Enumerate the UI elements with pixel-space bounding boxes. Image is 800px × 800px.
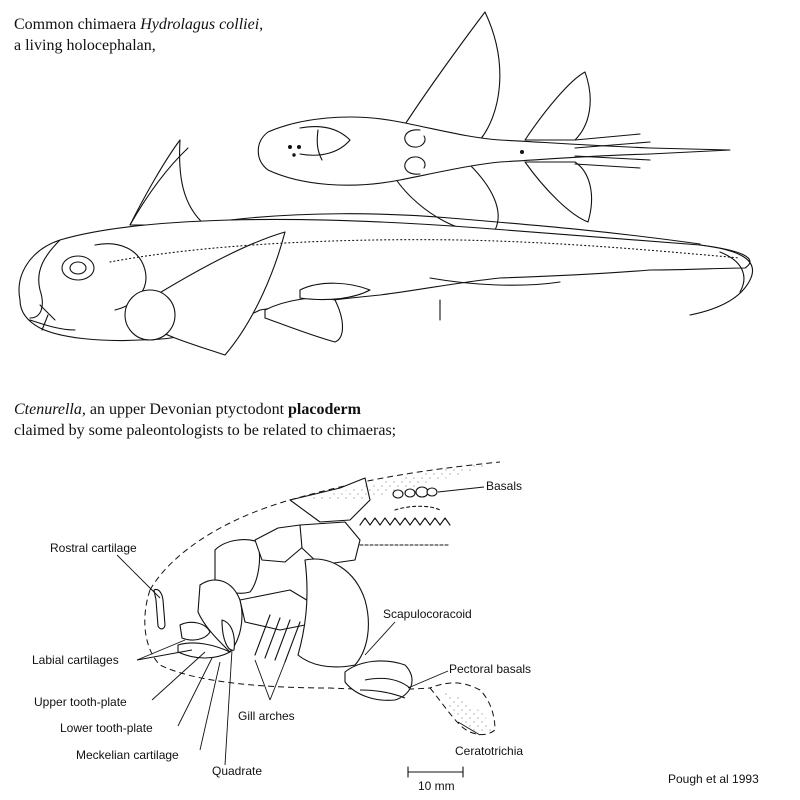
label-quadrate: Quadrate [212,764,262,778]
chimaera-caption-line2: a living holocephalan, [14,37,156,54]
chimaera-species-name: Hydrolagus colliei, [140,16,264,33]
figure-credit: Pough et al 1993 [668,772,759,786]
label-lower-tooth-plate: Lower tooth-plate [60,721,153,735]
ctenurella-reconstruction [144,461,501,736]
chimaera-dorsal-view [257,11,731,233]
label-rostral-cartilage: Rostral cartilage [50,541,137,555]
label-gill-arches: Gill arches [238,709,295,723]
scale-bar-label: 10 mm [418,779,455,793]
label-ceratotrichia: Ceratotrichia [455,744,523,758]
placoderm-term: placoderm [288,401,361,418]
label-basals: Basals [486,479,522,493]
label-upper-tooth-plate: Upper tooth-plate [34,695,127,709]
label-labial-cartilages: Labial cartilages [32,653,119,667]
leader-lines [116,486,485,766]
chimaera-caption: Common chimaera Hydrolagus colliei, a li… [14,14,263,56]
label-meckelian-cartilage: Meckelian cartilage [76,748,179,762]
ctenurella-caption: Ctenurella, an upper Devonian ptyctodont… [14,399,396,441]
gill-arches-drawing [254,614,301,663]
chimaera-caption-prefix: Common chimaera [14,16,141,33]
chimaera-lateral-view [18,139,754,356]
label-scapulocoracoid: Scapulocoracoid [383,607,472,621]
scale-bar: 10 mm [407,766,464,793]
ctenurella-caption-line2: claimed by some paleontologists to be re… [14,422,397,439]
ctenurella-caption-mid: an upper Devonian ptyctodont [85,401,289,418]
ctenurella-genus-name: Ctenurella, [14,401,86,418]
label-pectoral-basals: Pectoral basals [449,662,531,676]
